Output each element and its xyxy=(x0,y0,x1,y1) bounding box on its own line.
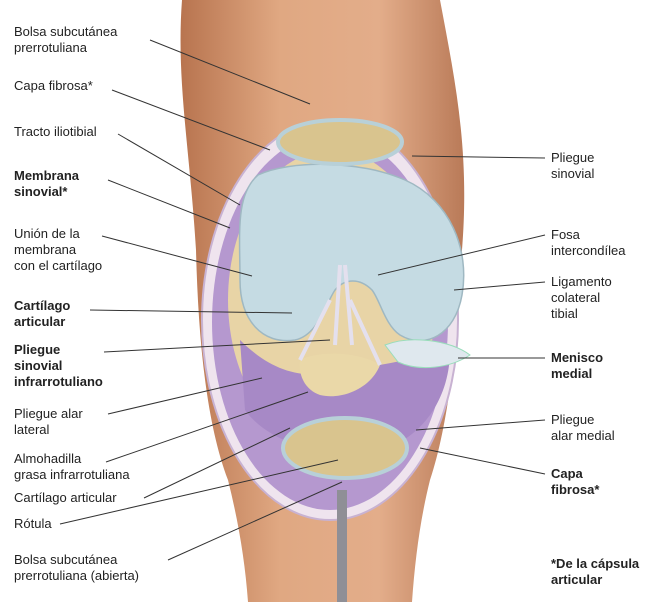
label-rotula: Rótula xyxy=(14,516,52,532)
label-cartilago-articular-left: Cartílago articular xyxy=(14,298,70,330)
patella-bottom xyxy=(283,418,407,478)
label-pliegue-alar-medial: Pliegue alar medial xyxy=(551,412,615,444)
label-bolsa-subcutanea-abierta: Bolsa subcutánea prerrotuliana (abierta) xyxy=(14,552,139,584)
label-tracto-iliotibial: Tracto iliotibial xyxy=(14,124,97,140)
label-capa-fibrosa-top: Capa fibrosa* xyxy=(14,78,93,94)
label-ligamento-colateral-tibial: Ligamento colateral tibial xyxy=(551,274,612,322)
label-pliegue-sinovial-infrarrotuliano: Pliegue sinovial infrarrotuliano xyxy=(14,342,103,390)
label-cartilago-articular-bottom: Cartílago articular xyxy=(14,490,117,506)
label-almohadilla-grasa: Almohadilla grasa infrarrotuliana xyxy=(14,451,130,483)
label-union-membrana-cartilago: Unión de la membrana con el cartílago xyxy=(14,226,102,274)
retractor-probe xyxy=(337,490,347,602)
footnote: *De la cápsula articular xyxy=(551,556,639,588)
label-pliegue-sinovial: Pliegue sinovial xyxy=(551,150,594,182)
label-bolsa-subcutanea-prerrotuliana: Bolsa subcutánea prerrotuliana xyxy=(14,24,117,56)
label-fosa-intercondilea: Fosa intercondílea xyxy=(551,227,625,259)
label-menisco-medial: Menisco medial xyxy=(551,350,603,382)
label-pliegue-alar-lateral: Pliegue alar lateral xyxy=(14,406,83,438)
label-membrana-sinovial: Membrana sinovial* xyxy=(14,168,79,200)
patella-top xyxy=(278,120,402,164)
label-capa-fibrosa-right: Capa fibrosa* xyxy=(551,466,599,498)
